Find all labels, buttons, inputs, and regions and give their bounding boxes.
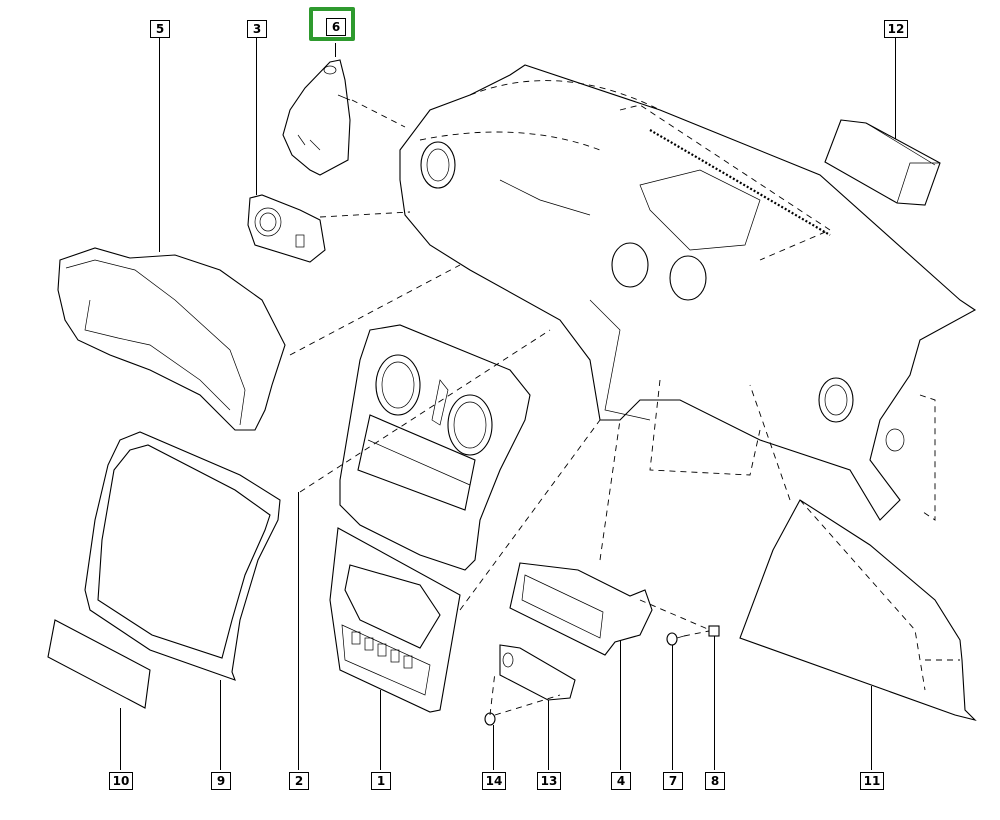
leader-4	[620, 640, 621, 770]
part-10-panel	[47, 619, 151, 709]
leader-8	[714, 636, 715, 770]
part-1-switch-panel	[329, 527, 461, 713]
callout-6[interactable]: 6	[326, 18, 346, 36]
leader-7	[672, 645, 673, 770]
part-3-switch-panel	[247, 194, 326, 263]
part-13-small-panel	[499, 644, 576, 701]
callout-9[interactable]: 9	[211, 772, 231, 790]
part-6-bracket	[282, 59, 351, 176]
leader-13	[548, 700, 549, 770]
callout-14[interactable]: 14	[482, 772, 506, 790]
callout-4[interactable]: 4	[611, 772, 631, 790]
callout-1[interactable]: 1	[371, 772, 391, 790]
callout-10[interactable]: 10	[109, 772, 133, 790]
leader-5	[159, 37, 160, 252]
leader-3	[256, 37, 257, 195]
leader-11	[871, 686, 872, 770]
callout-8[interactable]: 8	[705, 772, 725, 790]
callout-3[interactable]: 3	[247, 20, 267, 38]
leader-10	[120, 708, 121, 770]
callout-2[interactable]: 2	[289, 772, 309, 790]
leader-1	[380, 690, 381, 770]
part-9-frame	[84, 431, 281, 681]
assembly-lines	[289, 99, 791, 716]
part-4-storage-tray	[509, 562, 653, 656]
leader-2	[298, 492, 299, 770]
part-7-screw	[666, 632, 685, 646]
part-2-center-bezel	[339, 324, 531, 571]
part-12-box	[824, 119, 941, 206]
part-11-glovebox-lid	[739, 499, 977, 722]
callout-13[interactable]: 13	[537, 772, 561, 790]
leader-9	[220, 680, 221, 770]
leader-12	[895, 37, 896, 139]
selected-part-highlight	[309, 7, 355, 41]
part-8-nut	[708, 625, 720, 637]
part-5-cluster-hood	[57, 247, 286, 431]
leader-6	[335, 43, 336, 57]
callout-5[interactable]: 5	[150, 20, 170, 38]
callout-11[interactable]: 11	[860, 772, 884, 790]
callout-7[interactable]: 7	[663, 772, 683, 790]
leader-14	[493, 725, 494, 770]
dashboard-main-panel	[399, 64, 977, 521]
callout-12[interactable]: 12	[884, 20, 908, 38]
